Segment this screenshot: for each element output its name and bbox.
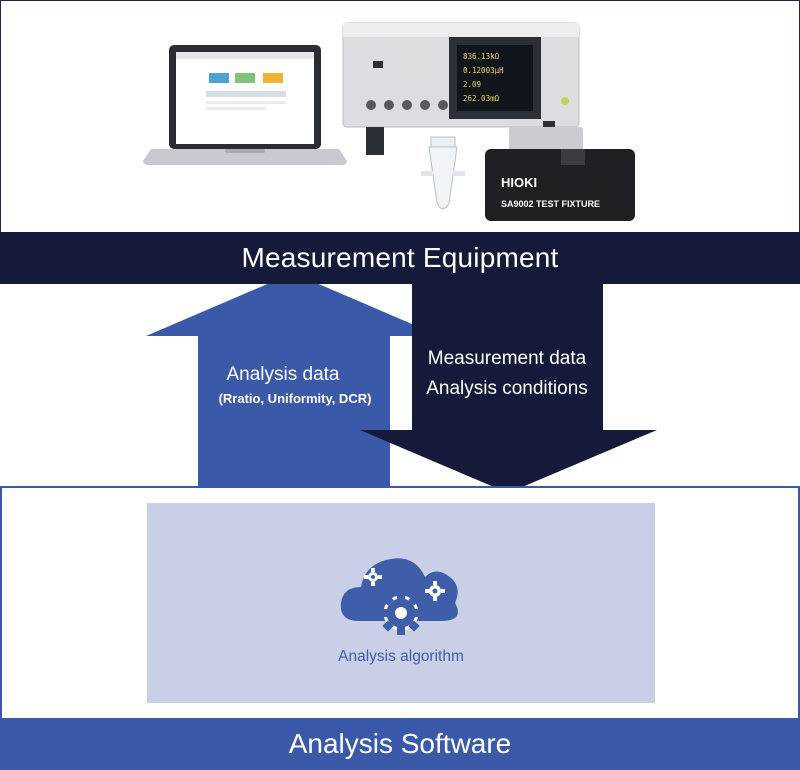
equipment-title: Measurement Equipment [241,242,559,273]
equipment-banner: Measurement Equipment [0,232,800,284]
fixture-label: SA9002 TEST FIXTURE [501,199,600,209]
display-line-2: 0.12003μH [463,66,504,75]
hioki-brand: HIOKI [501,175,537,190]
algorithm-label: Analysis algorithm [338,648,464,665]
test-fixture-icon: HIOKI SA9002 TEST FIXTURE [485,127,635,221]
measurement-data-label: Measurement data [427,348,587,369]
measurement-data-arrow [360,284,657,493]
equipment-image-frame: 836.13kΩ 0.12003μH 2.09 262.03mΩ H [0,0,800,233]
analysis-conditions-label: Analysis conditions [426,378,588,399]
display-line-1: 836.13kΩ [463,52,500,61]
equipment-illustration: 836.13kΩ 0.12003μH 2.09 262.03mΩ H [143,22,635,221]
software-title: Analysis Software [288,728,512,759]
sample-vial-icon [421,136,465,210]
display-line-3: 2.09 [463,80,481,89]
cloud-gear-icon [340,558,458,635]
analysis-data-sublabel: (Rratio, Uniformity, DCR) [218,391,372,406]
lcr-meter-icon: 836.13kΩ 0.12003μH 2.09 262.03mΩ [342,22,580,155]
software-banner: Analysis Software [0,718,800,770]
analysis-data-label: Analysis data [226,364,340,385]
algorithm-panel [147,503,655,703]
display-line-4: 262.03mΩ [463,94,500,103]
laptop-icon [143,45,347,165]
